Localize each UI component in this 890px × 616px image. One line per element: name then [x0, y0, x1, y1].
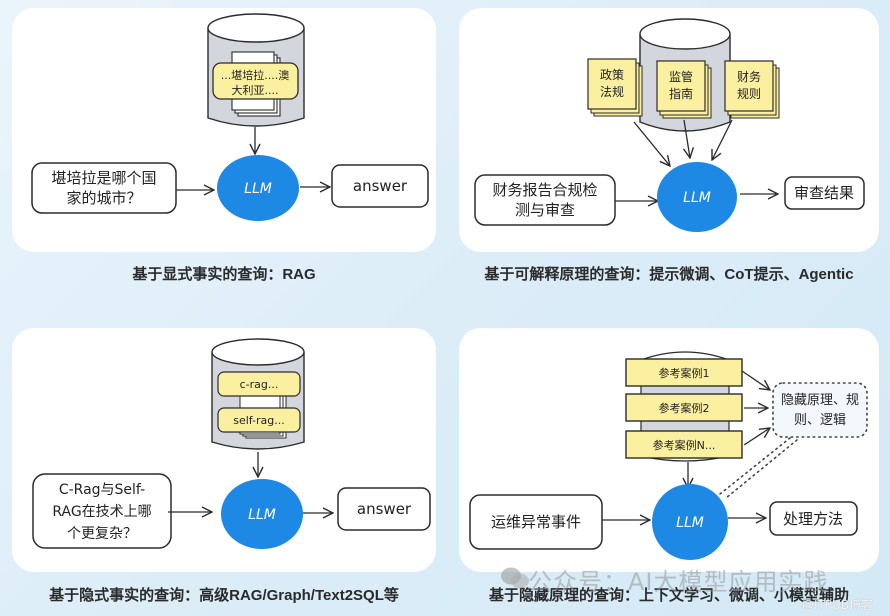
- query-line-2: RAG在技术上哪: [52, 504, 151, 520]
- arrow-doc3-to-llm: [712, 119, 733, 160]
- retrieved-note-self-rag: [217, 407, 301, 433]
- reference-case-1-label: 参考案例1: [659, 366, 710, 380]
- panel-3-diagram: c-rag... self-rag... C-Rag与Self- RAG在技术上…: [32, 338, 431, 549]
- document-label-line-2: 法规: [600, 84, 624, 99]
- output-box: [784, 176, 865, 210]
- document-regulatory-guide: 监管 指南: [656, 60, 712, 119]
- query-line-1: 运维异常事件: [491, 513, 581, 531]
- query-box: [32, 473, 172, 549]
- document-label-line-1: 财务: [737, 69, 761, 84]
- llm-node: [652, 484, 728, 560]
- reference-case-n: [625, 430, 743, 459]
- panel-1-diagram: ...堪培拉....澳 大利亚.... 堪培拉是哪个国 家的城市？ LLM an…: [31, 13, 429, 221]
- arrow-case1-to-rationale: [741, 370, 770, 390]
- query-line-3: 个更复杂？: [67, 525, 137, 542]
- retrieved-note-c-rag: [217, 371, 301, 397]
- caption-explicit-facts: 基于显式事实的查询：RAG: [132, 266, 316, 283]
- query-line-1: 堪培拉是哪个国: [51, 169, 156, 187]
- watermark-text: 公众号：AI大模型应用实践: [528, 568, 829, 596]
- arrow-casen-to-rationale: [743, 428, 770, 446]
- document-label-line-2: 指南: [669, 86, 693, 101]
- dotted-arrow-rationale-to-llm: [719, 437, 791, 495]
- reference-case-1: [625, 358, 743, 387]
- output-box: [331, 164, 429, 208]
- llm-node: [221, 479, 303, 549]
- retrieved-note: [212, 62, 299, 100]
- llm-node: [217, 155, 299, 221]
- query-line-2: 测与审查: [515, 201, 575, 219]
- retrieved-note-self-rag-label: self-rag...: [233, 414, 285, 427]
- hidden-rationale-box: [772, 382, 868, 438]
- llm-label: LLM: [244, 181, 272, 197]
- document-policy: 政策 法规: [587, 58, 643, 117]
- panel-4-diagram: 参考案例1 参考案例2 参考案例N... 隐藏原理、规 则、逻辑 运维异常事件 …: [469, 351, 868, 560]
- document-label-line-1: 政策: [600, 68, 624, 82]
- watermark-secondary: @ITPUB博客: [802, 598, 874, 612]
- caption-hidden-rationale: 基于隐藏原理的查询：上下文学习、微调、小模型辅助: [488, 587, 849, 604]
- document-label-line-1: 监管: [669, 69, 693, 84]
- output-label: answer: [357, 500, 412, 518]
- output-label: 审查结果: [794, 184, 854, 202]
- arrow-doc1-to-llm: [633, 121, 670, 166]
- hidden-rationale-line-2: 则、逻辑: [794, 413, 846, 428]
- query-box: [469, 494, 603, 550]
- dotted-arrow-rationale-to-llm-2: [725, 439, 798, 499]
- reference-case-n-label: 参考案例N...: [653, 438, 716, 452]
- retrieved-note-line-1: ...堪培拉....澳: [221, 68, 289, 82]
- caption-implicit-facts: 基于隐式事实的查询：高级RAG/Graph/Text2SQL等: [49, 587, 399, 604]
- query-line-1: 财务报告合规检: [492, 181, 597, 199]
- llm-label: LLM: [683, 190, 711, 206]
- llm-label: LLM: [676, 515, 704, 531]
- reference-case-2: [625, 393, 743, 422]
- reference-case-2-label: 参考案例2: [659, 401, 710, 415]
- query-line-1: C-Rag与Self-: [59, 482, 145, 498]
- caption-interpretable-rationale: 基于可解释原理的查询：提示微调、CoT提示、Agentic: [484, 266, 854, 283]
- document-label-line-2: 规则: [737, 86, 761, 101]
- llm-node: [657, 162, 737, 232]
- hidden-rationale-line-1: 隐藏原理、规: [781, 393, 859, 408]
- wechat-icon: [501, 567, 529, 589]
- panel-2-diagram: 政策 法规 监管 指南 财务 规则 财务报告合规检 测与审查 LLM: [474, 18, 865, 232]
- llm-label: LLM: [248, 507, 276, 523]
- document-financial-rules: 财务 规则: [724, 60, 780, 119]
- query-box: [31, 162, 177, 214]
- retrieved-note-c-rag-label: c-rag...: [240, 378, 279, 391]
- retrieved-note-line-2: 大利亚....: [232, 83, 279, 97]
- query-line-2: 家的城市？: [66, 189, 141, 207]
- arrow-doc2-to-llm: [684, 119, 690, 158]
- output-box: [769, 501, 858, 536]
- query-box: [474, 174, 616, 226]
- output-label: answer: [353, 177, 408, 195]
- output-label: 处理方法: [783, 510, 843, 528]
- output-box: [337, 487, 431, 531]
